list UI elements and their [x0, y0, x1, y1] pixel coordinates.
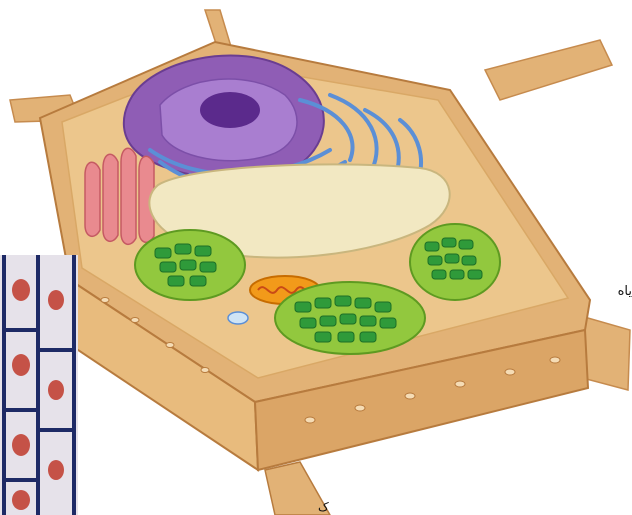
- chloroplast-2: [275, 282, 425, 354]
- edge-label-right: یاه: [618, 284, 632, 299]
- chloroplast-3: [410, 224, 500, 300]
- chloroplast-1: [135, 230, 245, 300]
- edge-label-bottom: ک: [318, 500, 329, 514]
- nucleolus: [200, 92, 260, 128]
- micrograph-inset: [0, 255, 78, 515]
- vesicle: [228, 312, 248, 324]
